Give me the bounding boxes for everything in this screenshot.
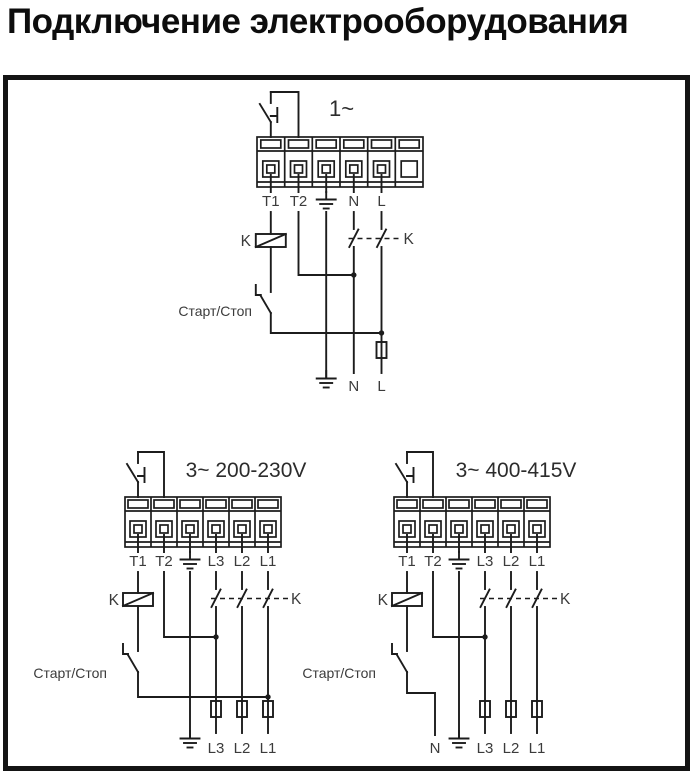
terminal-stub-wires [137,534,269,553]
terminal-label-t2: T2 [424,553,442,570]
terminal-cell [526,499,548,538]
terminal-label-l3: L3 [208,553,225,570]
coil-label: K [378,592,389,609]
terminal-cell [153,499,175,538]
bottom-label-l: L [377,378,385,395]
ground-icon [448,551,470,570]
thermal-contact-icon [126,451,165,498]
three-phase-200-230v-wiring-diagram: 3~ 200-230V T1 T2 L3 L2 L1 K Ст [33,451,307,757]
terminal-cell [448,499,470,538]
junction-dot [482,634,488,640]
start-stop-switch-icon [254,284,272,314]
ground-icon [315,191,337,210]
diagram-title: 3~ 200-230V [186,459,307,482]
junction-dot [378,330,385,336]
bottom-label-l1: L1 [529,740,546,757]
ground-icon [179,551,201,570]
bottom-label-l3: L3 [477,740,494,757]
bottom-label-n: N [430,740,441,757]
terminal-stub-wires [406,534,538,553]
terminal-cell [179,499,201,538]
diagram-title: 1~ [329,96,354,121]
circuit-wires [269,211,383,379]
diagram-title: 3~ 400-415V [456,459,577,482]
terminal-label-l1: L1 [260,553,277,570]
diagram-frame [3,75,690,771]
terminal-label-l2: L2 [234,553,251,570]
three-phase-400-415v-wiring-diagram: 3~ 400-415V T1 T2 L3 L2 L1 K Ст [302,451,577,757]
terminal-cell [500,499,522,538]
ground-icon [179,730,201,749]
terminal-cell [287,139,310,178]
contactor-label: K [404,231,415,248]
circuit-wires [137,571,269,739]
terminal-cell [342,139,365,178]
coil-label: K [241,233,252,250]
terminal-cell-unused [398,139,421,178]
terminal-stub-wires [269,174,383,193]
terminal-cell [231,499,253,538]
junction-dot [213,634,219,640]
circuit-wires [406,571,538,739]
start-stop-switch-icon [391,643,408,673]
terminal-cell [474,499,496,538]
ground-icon [315,370,337,389]
contactor-coil-icon [391,592,423,607]
terminal-cell [127,499,149,538]
terminal-label-t1: T1 [129,553,147,570]
thermal-contact-icon [395,451,434,498]
terminal-cell [396,499,418,538]
thermal-contact-icon [258,91,300,138]
start-stop-label: Старт/Стоп [178,303,252,319]
contactor-label: K [560,591,571,608]
junction-dot [265,694,271,700]
bottom-label-n: N [348,378,359,395]
contactor-contact-n-icon [348,228,360,249]
coil-label: K [109,592,120,609]
page-title: Подключение электрооборудования [7,2,629,41]
start-stop-switch-icon [122,643,139,673]
start-stop-label: Старт/Стоп [33,665,107,681]
terminal-label-n: N [348,193,359,210]
terminal-label-l2: L2 [503,553,520,570]
terminal-label-t1: T1 [262,193,280,210]
junction-dot [351,272,357,278]
terminal-label-t1: T1 [398,553,416,570]
terminal-block [393,496,551,548]
ground-icon [448,730,470,749]
contactor-coil-icon [122,592,154,607]
terminal-label-l1: L1 [529,553,546,570]
terminal-cell [205,499,227,538]
terminal-block [124,496,282,548]
bottom-label-l2: L2 [234,740,251,757]
bottom-label-l3: L3 [208,740,225,757]
terminal-cell [315,139,338,178]
terminal-cell [422,499,444,538]
terminal-label-t2: T2 [290,193,308,210]
terminal-label-l: L [377,193,385,210]
contactor-label: K [291,591,302,608]
single-phase-wiring-diagram: 1~ T1 T2 N L K Старт/Стоп K [178,91,424,395]
terminal-block [256,136,424,188]
terminal-cell [370,139,393,178]
start-stop-label: Старт/Стоп [302,665,376,681]
bottom-label-l1: L1 [260,740,277,757]
terminal-cell [257,499,279,538]
terminal-cell [259,139,282,178]
contactor-contact-l-icon [375,228,388,249]
bottom-label-l2: L2 [503,740,520,757]
terminal-label-t2: T2 [155,553,173,570]
contactor-coil-icon [254,233,287,248]
terminal-label-l3: L3 [477,553,494,570]
